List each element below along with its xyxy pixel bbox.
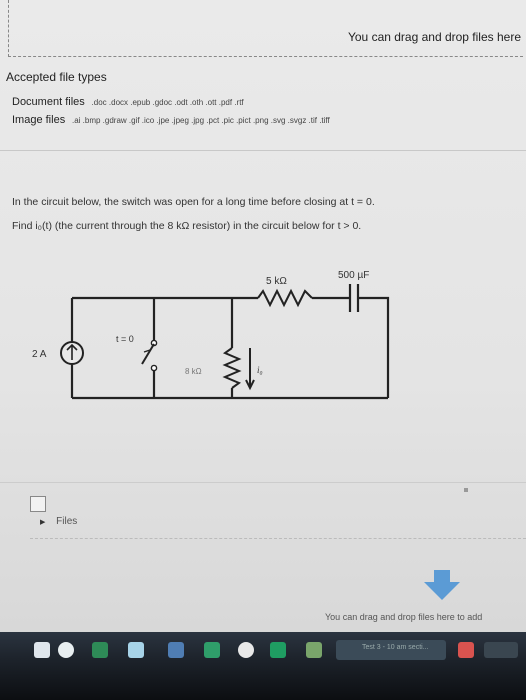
taskbar-app-icon-4[interactable] (128, 642, 144, 658)
files-toggle[interactable]: ▶ Files (40, 516, 77, 527)
upload-page: You can drag and drop files here Accepte… (0, 0, 526, 632)
switch-arrow-icon (143, 349, 151, 353)
section-divider (0, 150, 526, 151)
file-icon[interactable] (30, 496, 46, 512)
windows-taskbar: Test 3 - 10 am secti... (0, 632, 526, 700)
image-files-exts: .ai .bmp .gdraw .gif .ico .jpe .jpeg .jp… (71, 116, 330, 125)
top-wire-right (364, 296, 390, 398)
capacitor-icon (344, 284, 364, 312)
download-arrow-icon (424, 570, 460, 600)
accepted-file-types-title: Accepted file types (6, 70, 107, 84)
taskbar-app-icon-8[interactable] (270, 642, 286, 658)
document-files-label: Document files (12, 96, 85, 108)
circuit-diagram: 2 A t = 0 5 kΩ 500 µF 8 kΩ i₀ (32, 270, 390, 400)
switch-label: t = 0 (116, 334, 134, 344)
image-files-label: Image files (12, 114, 66, 126)
document-files-exts: .doc .docx .epub .gdoc .odt .oth .ott .p… (91, 98, 244, 107)
current-label: i₀ (257, 365, 263, 375)
switch-terminal-bottom (150, 364, 158, 372)
taskbar-app-icon-9[interactable] (306, 642, 322, 658)
taskbar-tray[interactable] (484, 642, 518, 658)
taskbar-app-icon-10[interactable] (458, 642, 474, 658)
resistor-5k-icon (257, 288, 313, 308)
current-arrow-icon (245, 348, 255, 391)
document-files-row: Document files .doc .docx .epub .gdoc .o… (12, 96, 244, 108)
expand-triangle-icon: ▶ (40, 519, 46, 526)
taskbar-app-icon-5[interactable] (168, 642, 184, 658)
files-label: Files (56, 516, 78, 527)
taskbar-app-icon-1[interactable] (34, 642, 50, 658)
drop-hint-top: You can drag and drop files here (347, 30, 521, 44)
taskbar-window-label: Test 3 - 10 am secti... (362, 644, 429, 651)
taskbar-app-icon-6[interactable] (204, 642, 220, 658)
source-label: 2 A (32, 349, 47, 360)
problem-text-line2: Find i₀(t) (the current through the 8 kΩ… (12, 220, 362, 232)
taskbar-app-icon-7[interactable] (238, 642, 254, 658)
capacitor-label: 500 µF (338, 270, 369, 281)
taskbar-app-icon-3[interactable] (92, 642, 108, 658)
resize-handle[interactable] (464, 488, 468, 492)
taskbar-window-button[interactable] (336, 640, 446, 660)
source-arrow-icon (66, 343, 78, 360)
resistor-8k-label: 8 kΩ (185, 367, 202, 376)
resistor-5k-label: 5 kΩ (266, 276, 287, 287)
drop-hint-bottom: You can drag and drop files here to add (325, 612, 483, 622)
problem-text-line1: In the circuit below, the switch was ope… (12, 196, 375, 208)
drop-zone-bottom[interactable] (30, 538, 526, 633)
editor-divider (0, 482, 526, 483)
resistor-8k-icon (222, 347, 242, 389)
taskbar-app-icon-2[interactable] (58, 642, 74, 658)
image-files-row: Image files .ai .bmp .gdraw .gif .ico .j… (12, 114, 330, 126)
switch-blade-icon (141, 343, 155, 365)
drop-zone-top[interactable]: You can drag and drop files here (8, 0, 523, 57)
